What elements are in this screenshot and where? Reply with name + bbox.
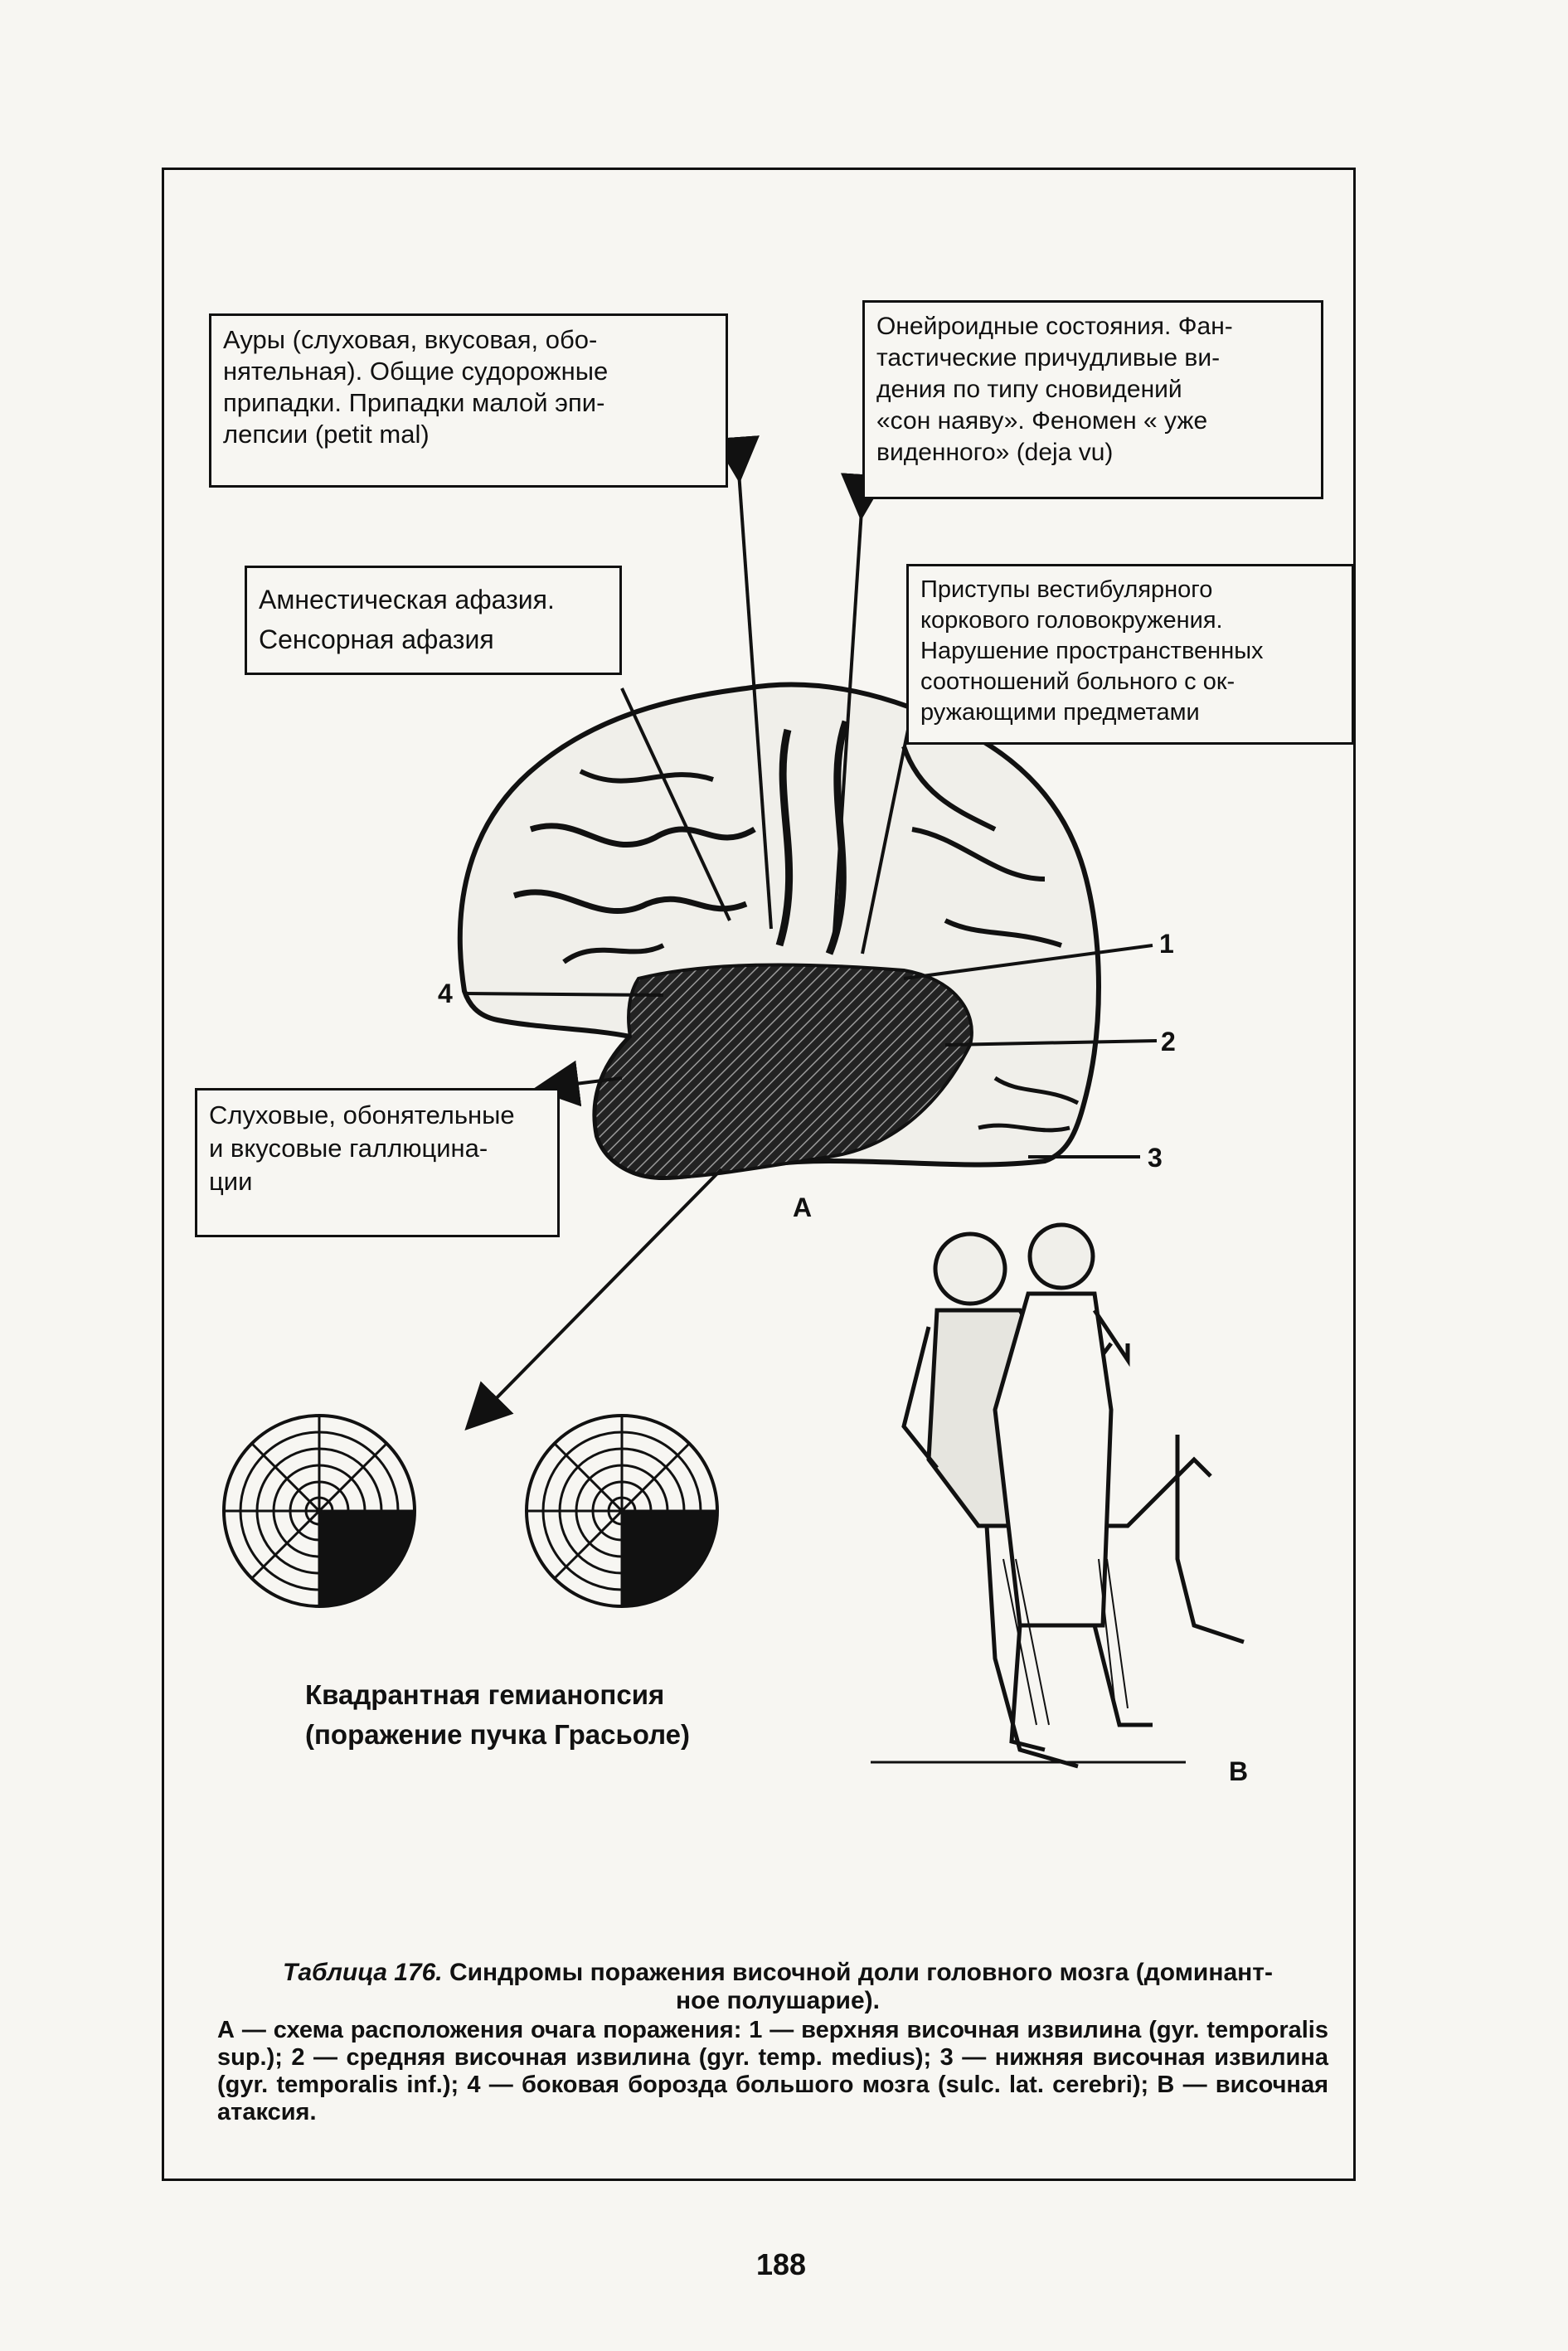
caption-title-text: Синдромы поражения височной доли головно… bbox=[449, 1959, 1273, 1986]
caption-body: А — схема расположения очага поражения: … bbox=[217, 2017, 1328, 2125]
box-line: припадки. Припадки малой эпи- bbox=[223, 388, 605, 417]
page-number: 188 bbox=[756, 2247, 807, 2281]
box-line: Онейроидные состояния. Фан- bbox=[876, 313, 1233, 340]
vestibular-box: Приступы вестибулярного коркового голово… bbox=[906, 564, 1354, 745]
brain-drawing bbox=[457, 682, 1101, 1181]
caption-table-number: Таблица 176. bbox=[283, 1959, 443, 1986]
caption-title: Таблица 176. Синдромы поражения височной… bbox=[222, 1959, 1333, 2015]
box-line: лепсии (petit mal) bbox=[223, 420, 430, 449]
marker-4: 4 bbox=[438, 979, 453, 1008]
amnestic-box: Амнестическая афазия. Сенсорная афазия bbox=[245, 566, 622, 675]
figure-label-b: В bbox=[1229, 1756, 1249, 1786]
box-line: Ауры (слуховая, вкусовая, обо- bbox=[223, 325, 598, 354]
box-line: Нарушение пространственных bbox=[920, 638, 1264, 664]
box-line: нятельная). Общие судорожные bbox=[223, 357, 609, 386]
box-line: тастические причудливые ви- bbox=[876, 344, 1221, 372]
box-line: соотношений больного с ок- bbox=[920, 668, 1235, 695]
hemianopsia-label: Квадрантная гемианопсия (поражение пучка… bbox=[305, 1675, 769, 1755]
box-line: виденного» (deja vu) bbox=[876, 439, 1114, 466]
box-line: коркового головокружения. bbox=[920, 607, 1223, 634]
auras-box: Ауры (слуховая, вкусовая, обо- нятельная… bbox=[209, 313, 728, 488]
marker-2: 2 bbox=[1161, 1027, 1176, 1056]
hallucinations-box: Слуховые, обонятельные и вкусовые галлюц… bbox=[195, 1088, 560, 1237]
box-line: «сон наяву». Феномен « уже bbox=[876, 407, 1208, 435]
box-line: Сенсорная афазия bbox=[259, 624, 494, 654]
hemianopsia-line: Квадрантная гемианопсия bbox=[305, 1679, 665, 1710]
marker-3: 3 bbox=[1148, 1143, 1163, 1173]
hemianopsia-line: (поражение пучка Грасьоле) bbox=[305, 1719, 690, 1750]
box-line: Приступы вестибулярного bbox=[920, 576, 1213, 603]
box-line: Слуховые, обонятельные bbox=[209, 1100, 515, 1129]
marker-1: 1 bbox=[1159, 929, 1174, 959]
box-line: ции bbox=[209, 1167, 253, 1196]
ataxia-illustration bbox=[871, 1222, 1245, 1769]
visual-field-right bbox=[525, 1414, 719, 1608]
visual-field-left bbox=[222, 1414, 416, 1608]
box-line: ружающими предметами bbox=[920, 699, 1200, 726]
box-line: дения по типу сновидений bbox=[876, 376, 1182, 403]
box-line: Амнестическая афазия. bbox=[259, 585, 555, 614]
oneiroid-box: Онейроидные состояния. Фан- тастические … bbox=[862, 300, 1323, 499]
caption-title-text-2: ное полушарие). bbox=[676, 1987, 880, 2014]
figure-frame bbox=[162, 168, 1356, 2181]
box-line: и вкусовые галлюцина- bbox=[209, 1134, 488, 1163]
figure-label-a: А bbox=[793, 1193, 813, 1222]
